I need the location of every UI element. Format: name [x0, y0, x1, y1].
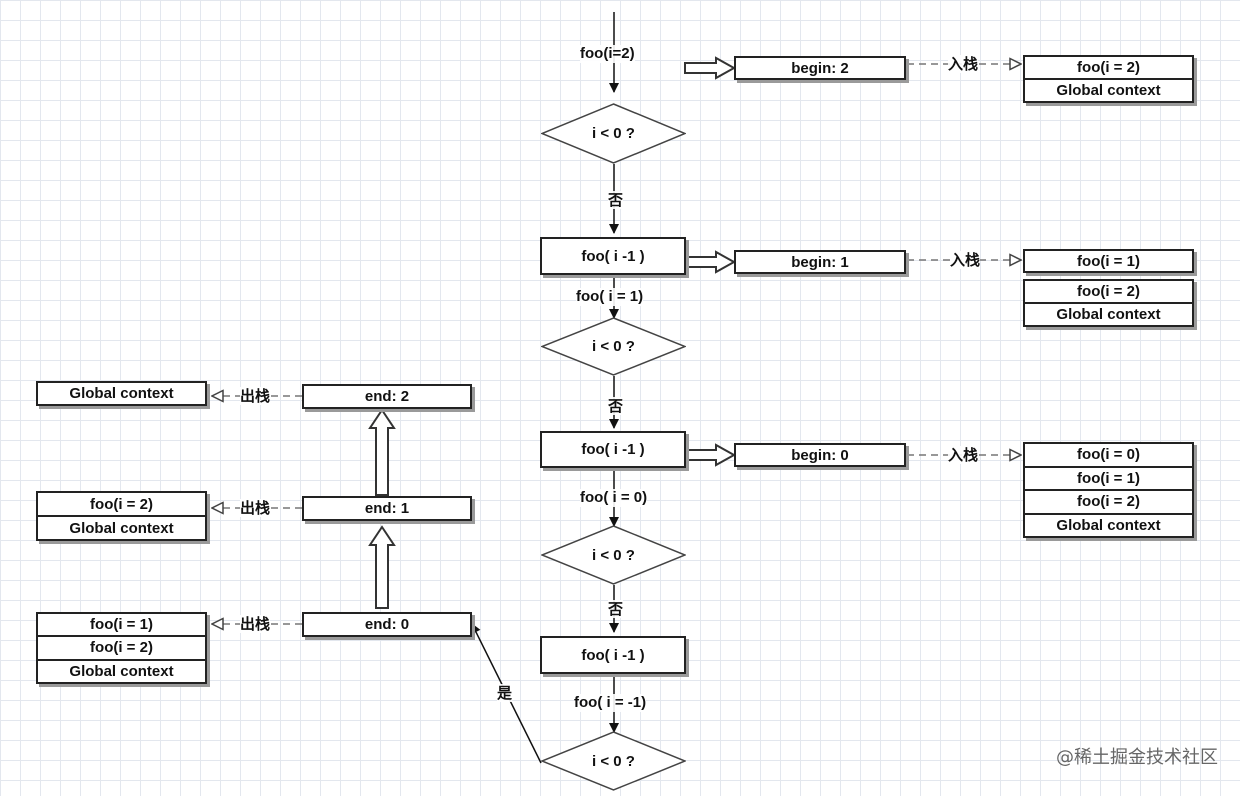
diamond-shape — [540, 103, 687, 164]
stack-frame-global: Global context — [1025, 302, 1192, 325]
pop-stack-3: foo(i = 1) foo(i = 2) Global context — [36, 612, 207, 684]
stack-frame-global: Global context — [38, 515, 205, 539]
stack-frame: foo(i = 1) — [1025, 465, 1192, 490]
decision-label: i < 0 ? — [592, 546, 635, 564]
entry-label: foo(i=2) — [580, 45, 635, 63]
push-label: 入栈 — [948, 55, 979, 73]
decision-label: i < 0 ? — [592, 338, 635, 355]
end-node-0: end: 0 — [302, 612, 472, 637]
end-node-1: end: 1 — [302, 496, 472, 521]
pop-label: 出栈 — [240, 499, 271, 517]
yes-label: 是 — [497, 684, 513, 702]
no-label: 否 — [608, 600, 624, 618]
decision-node: i < 0 ? — [540, 731, 687, 791]
diamond-shape — [539, 317, 688, 376]
push-stack-1: foo(i = 2) Global context — [1023, 55, 1194, 103]
stack-frame: foo(i = 2) — [1077, 59, 1140, 76]
stack-frame-global: Global context — [38, 658, 205, 682]
push-stack-2: foo(i = 1) — [1023, 249, 1194, 273]
push-label: 入栈 — [950, 251, 981, 269]
call-param-label: foo( i = 0) — [580, 489, 648, 507]
stack-frame: foo(i = 2) — [90, 495, 153, 513]
block-arrow-end1-end2 — [368, 408, 396, 496]
decision-label: i < 0 ? — [592, 125, 635, 142]
end-node-2: end: 2 — [302, 384, 472, 409]
begin-node-0: begin: 0 — [734, 443, 906, 467]
stack-frame: foo(i = 2) — [38, 635, 205, 658]
call-box: foo( i -1 ) — [540, 237, 686, 275]
stack-frame-global: Global context — [69, 385, 174, 402]
stack-frame: foo(i = 2) — [1025, 489, 1192, 513]
block-arrow-begin-1 — [684, 250, 737, 274]
block-arrow-begin-2 — [684, 56, 737, 80]
no-label: 否 — [608, 191, 624, 209]
decision-node: i < 0 ? — [540, 103, 687, 164]
watermark: @稀土掘金技术社区 — [1056, 747, 1218, 768]
call-param-label: foo( i = 1) — [576, 288, 644, 306]
diamond-shape — [540, 731, 687, 791]
begin-node-1: begin: 1 — [734, 250, 906, 274]
decision-label: i < 0 ? — [592, 752, 635, 770]
pop-label: 出栈 — [240, 387, 271, 405]
decision-node: i < 0 ? — [539, 317, 688, 376]
call-box: foo( i -1 ) — [540, 636, 686, 674]
decision-node: i < 0 ? — [540, 525, 687, 585]
stack-frame-global: Global context — [1025, 512, 1192, 537]
call-param-label: foo( i = -1) — [574, 694, 647, 712]
no-label: 否 — [608, 397, 624, 415]
push-stack-2-lower: foo(i = 2) Global context — [1023, 279, 1194, 327]
pop-label: 出栈 — [240, 615, 271, 633]
stack-frame: foo(i = 2) — [1077, 283, 1140, 300]
diamond-shape — [540, 525, 687, 585]
stack-frame-global: Global context — [1025, 78, 1192, 101]
call-box: foo( i -1 ) — [540, 431, 686, 468]
pop-stack-2: foo(i = 2) Global context — [36, 491, 207, 541]
push-label: 入栈 — [948, 446, 979, 464]
stack-frame: foo(i = 1) — [1077, 252, 1140, 270]
block-arrow-end0-end1 — [368, 525, 396, 609]
begin-node-2: begin: 2 — [734, 56, 906, 80]
stack-frame: foo(i = 1) — [90, 616, 153, 634]
stack-frame: foo(i = 0) — [1077, 446, 1140, 464]
push-stack-3: foo(i = 0) foo(i = 1) foo(i = 2) Global … — [1023, 442, 1194, 538]
block-arrow-begin-0 — [684, 443, 737, 467]
pop-stack-1: Global context — [36, 381, 207, 406]
